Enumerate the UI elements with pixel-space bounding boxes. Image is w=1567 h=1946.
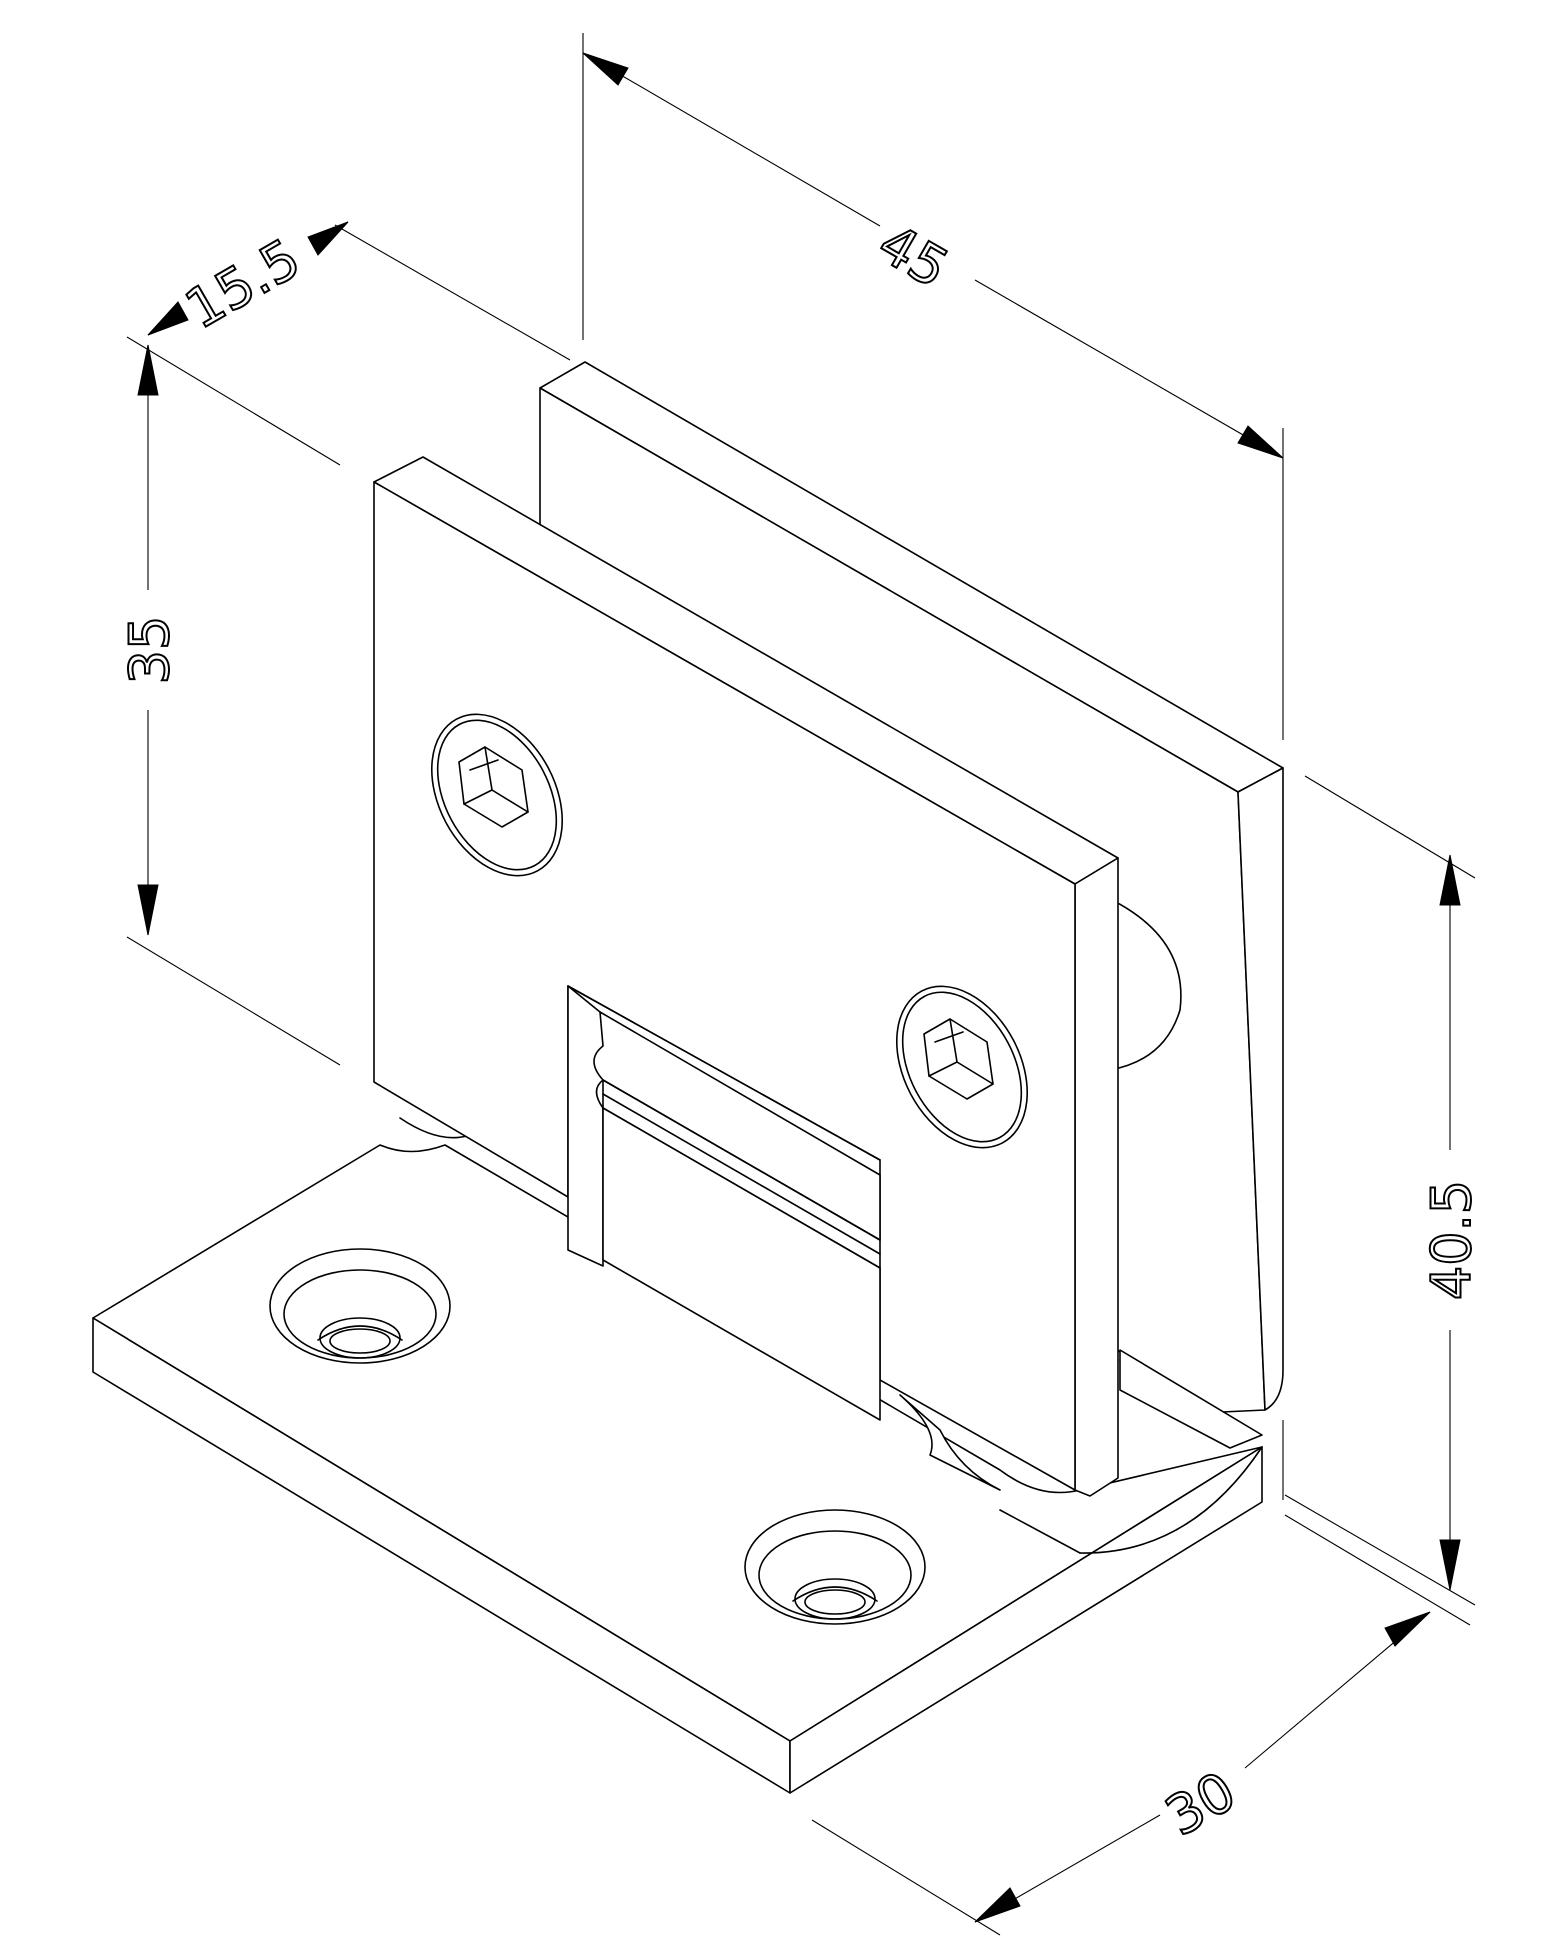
base-plate-top-face (92, 1144, 1263, 1742)
dim-45: 45 (582, 52, 1284, 459)
screw-right (895, 985, 1029, 1149)
dim-35: 35 (117, 344, 182, 936)
hinge-leaf-visible (602, 1107, 881, 1421)
dim-15-5-label: 15.5 (175, 227, 311, 342)
front-plate-side-face (1074, 857, 1119, 1497)
back-plate-side-face (1237, 767, 1284, 1411)
knuckle-lower (1119, 1349, 1263, 1449)
front-clamp-plate (373, 456, 1119, 1497)
base-plate-knuckle-curve (1079, 1446, 1263, 1554)
dim-40-5: 40.5 (1419, 854, 1484, 1591)
base-plate-end-face (789, 1446, 1263, 1794)
dim-30-label: 30 (1155, 1760, 1246, 1849)
base-hole-right (744, 1509, 926, 1625)
dim-40-5-label: 40.5 (1420, 1180, 1483, 1300)
base-plate (92, 1144, 1263, 1794)
hinge-notch (567, 985, 881, 1421)
dim-30: 30 (974, 1611, 1431, 1923)
base-hole-left (269, 1248, 451, 1364)
dim-35-label: 35 (118, 616, 181, 685)
knuckle-rounded-base (899, 1394, 1001, 1491)
dim-45-label: 45 (868, 212, 959, 301)
dim-15-5: 15.5 (147, 221, 349, 342)
screw-left (430, 713, 564, 877)
